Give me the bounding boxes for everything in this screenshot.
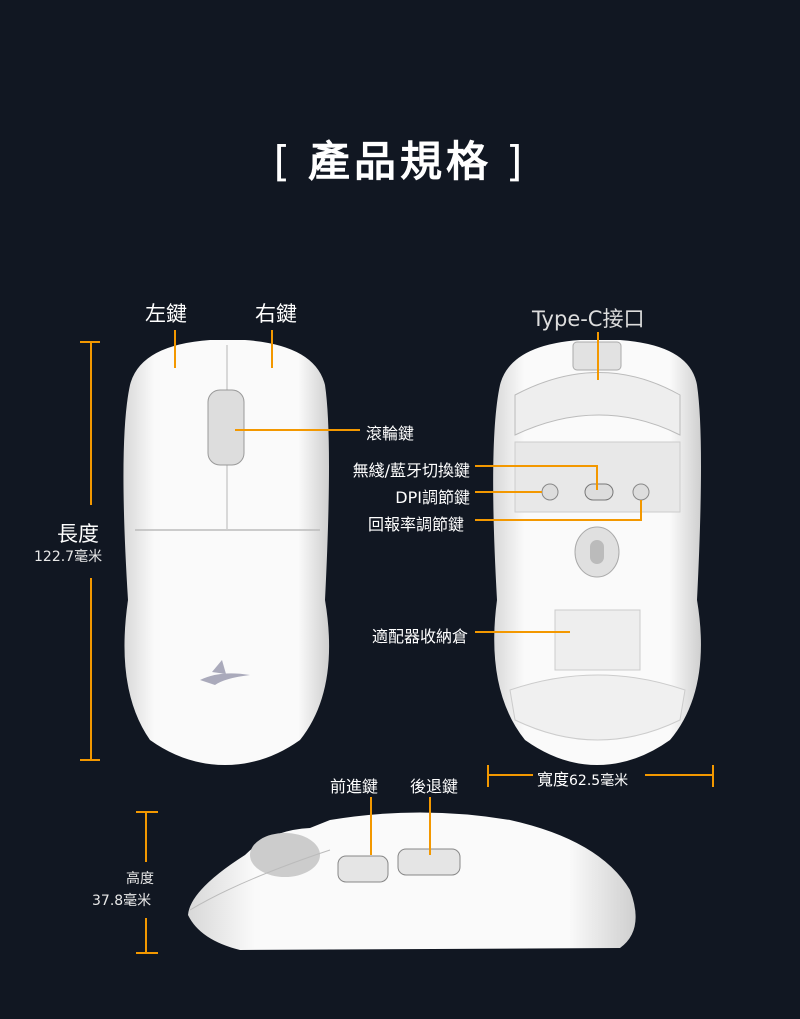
label-dongle-storage: 適配器收納倉 — [371, 627, 468, 646]
height-label: 高度 — [126, 871, 154, 887]
label-dpi-button: DPI調節鍵 — [395, 488, 470, 507]
label-left-button: 左鍵 — [145, 302, 187, 326]
label-scroll-wheel: 滾輪鍵 — [366, 424, 415, 443]
label-forward-button: 前進鍵 — [330, 777, 379, 796]
callout-lines — [80, 330, 714, 954]
label-polling-rate-button: 回報率調節鍵 — [367, 515, 464, 534]
width-value: 62.5毫米 — [569, 773, 629, 789]
mouse-bottom-view — [493, 340, 701, 765]
length-value: 122.7毫米 — [34, 549, 103, 565]
label-wireless-switch: 無綫/藍牙切換鍵 — [352, 461, 470, 480]
page-title: [產品規格] — [273, 137, 527, 186]
label-back-button: 後退鍵 — [410, 777, 459, 796]
mouse-side-view — [188, 812, 636, 950]
length-label: 長度 — [57, 522, 99, 546]
shark-logo-icon — [200, 660, 250, 685]
label-type-c-port: Type-C接口 — [532, 307, 645, 331]
height-value: 37.8毫米 — [92, 893, 152, 909]
width-label: 寬度 — [537, 770, 570, 789]
mouse-top-view — [123, 340, 330, 765]
width-dimension: 寬度62.5毫米 — [537, 766, 628, 790]
label-right-button: 右鍵 — [255, 302, 297, 326]
